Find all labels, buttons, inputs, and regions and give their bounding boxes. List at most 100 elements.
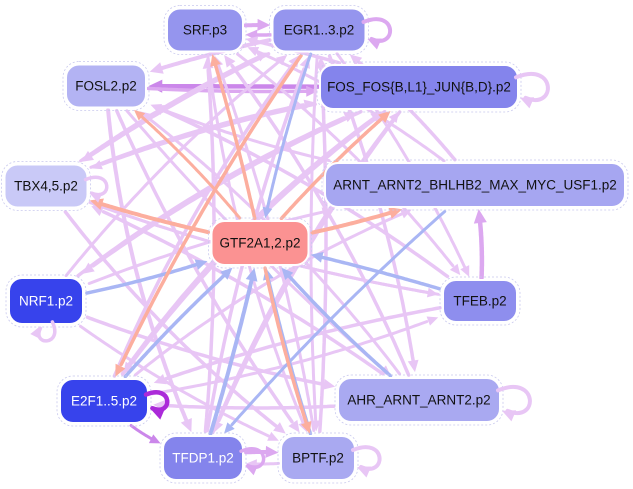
node-box[interactable]	[324, 162, 626, 208]
edge-arrowhead	[224, 422, 235, 434]
edge-fos-fosl2	[159, 83, 321, 89]
edge-arrowhead	[134, 109, 146, 121]
self-loop-fos	[514, 71, 550, 102]
node-outline	[277, 432, 359, 484]
node-bptf[interactable]: BPTF.p2	[277, 432, 359, 484]
edge-tbx-egr	[79, 55, 261, 163]
node-box[interactable]	[162, 435, 244, 481]
edge-arrowhead	[288, 419, 300, 433]
edge-arrowhead	[281, 267, 294, 281]
node-outline	[56, 375, 152, 427]
node-box[interactable]	[337, 377, 501, 423]
edge-arrowhead	[367, 38, 382, 50]
node-tfdp1[interactable]: TFDP1.p2	[159, 432, 247, 484]
node-srf[interactable]: SRF.p3	[163, 5, 247, 55]
edge-gtf2a-bptf	[263, 266, 308, 425]
edge-egr-fosl2	[158, 38, 272, 71]
edge-arrowhead	[89, 192, 103, 203]
edge-arrowhead	[273, 422, 286, 434]
edge-arrowhead	[388, 111, 400, 124]
edge-e2f1-gtf2a	[123, 273, 226, 379]
edge-ahr-tbx	[101, 210, 385, 376]
edge-nrf1-fos	[76, 116, 346, 278]
node-tfeb[interactable]: TFEB.p2	[439, 276, 521, 326]
edge-arrowhead	[245, 267, 258, 282]
edge-arrowhead	[275, 54, 288, 66]
edge-fosl2-tfdp1	[106, 108, 189, 423]
edge-srf-tfeb	[236, 52, 455, 268]
node-e2f1[interactable]: E2F1..5.p2	[56, 375, 152, 427]
node-gtf2a[interactable]: GTF2A1,2.p2	[208, 217, 312, 269]
node-box[interactable]	[271, 7, 367, 53]
edge-ahr-gtf2a	[287, 274, 393, 378]
node-outline	[163, 5, 247, 55]
edge-e2f1-arnt	[133, 211, 405, 377]
edge-arrowhead	[220, 267, 233, 280]
edge-ahr-srf	[230, 63, 411, 377]
node-box[interactable]	[319, 64, 519, 110]
node-outline	[316, 61, 522, 113]
edge-arrowhead	[449, 263, 461, 276]
edge-arrowhead	[315, 56, 327, 69]
edge-tfeb-arnt	[477, 218, 485, 281]
edge-bptf-tfdp1	[254, 461, 280, 466]
node-fosl2[interactable]: FOSL2.p2	[62, 61, 150, 111]
edge-arrowhead	[306, 85, 318, 97]
edge-arrowhead	[30, 326, 41, 339]
self-loop-tbx	[83, 175, 109, 197]
node-arnt[interactable]: ARNT_ARNT2_BHLHB2_MAX_MYC_USF1.p2	[321, 159, 629, 211]
edge-arrowhead	[180, 417, 192, 433]
node-fos[interactable]: FOS_FOS{B,L1}_JUN{B,D}.p2	[316, 61, 522, 113]
node-egr[interactable]: EGR1..3.p2	[269, 5, 369, 55]
edge-arrowhead	[150, 407, 166, 420]
node-outline	[439, 276, 521, 326]
node-outline	[208, 217, 312, 269]
edge-arrowhead	[224, 54, 236, 68]
edge-tbx-bptf	[63, 210, 278, 428]
node-ahr[interactable]: AHR_ARNT_ARNT2.p2	[334, 374, 504, 426]
edge-tfdp1-gtf2a	[208, 277, 254, 436]
edge-arrowhead	[310, 252, 324, 263]
edge-arrowhead	[426, 316, 439, 326]
edge-gtf2a-arnt	[310, 210, 394, 235]
edge-arrowhead	[349, 54, 363, 67]
edge-arrowhead	[460, 265, 470, 277]
edge-arrowhead	[194, 259, 208, 270]
node-box[interactable]	[442, 279, 518, 323]
edge-arrowhead	[502, 410, 517, 422]
edge-arrowhead	[257, 18, 271, 31]
edge-arrowhead	[89, 198, 104, 210]
edge-egr-gtf2a	[265, 52, 313, 211]
node-box[interactable]	[65, 63, 147, 109]
node-box[interactable]	[59, 378, 149, 424]
edge-arrowhead	[357, 466, 372, 478]
edge-arrowhead	[473, 209, 487, 224]
edge-arrowhead	[378, 111, 391, 123]
node-box[interactable]	[280, 435, 356, 481]
self-loop-bptf	[351, 445, 382, 471]
edge-arrowhead	[247, 46, 260, 56]
node-tbx[interactable]: TBX4,5.p2	[1, 161, 91, 211]
node-box[interactable]	[210, 220, 310, 266]
node-outline	[1, 161, 91, 211]
edge-arrowhead	[520, 97, 535, 109]
edge-gtf2a-tbx	[98, 201, 210, 235]
edge-gtf2a-srf	[213, 63, 257, 221]
self-loop-ahr	[496, 384, 532, 415]
edge-e2f1-tfdp1	[129, 424, 154, 441]
node-outline	[321, 159, 629, 211]
node-nrf1[interactable]: NRF1.p2	[5, 274, 87, 328]
edge-arrowhead	[115, 363, 126, 377]
edge-arnt-tfdp1	[230, 210, 447, 427]
edge-egr-tbx	[87, 52, 271, 159]
edge-egr-e2f1	[119, 53, 303, 367]
edge-arrowhead	[300, 420, 312, 434]
edge-arnt-fosl2	[160, 107, 331, 163]
node-outline	[5, 274, 87, 328]
node-box[interactable]	[166, 7, 244, 53]
node-box[interactable]	[3, 163, 89, 209]
node-box[interactable]	[8, 277, 84, 325]
edge-arrowhead	[267, 431, 279, 441]
